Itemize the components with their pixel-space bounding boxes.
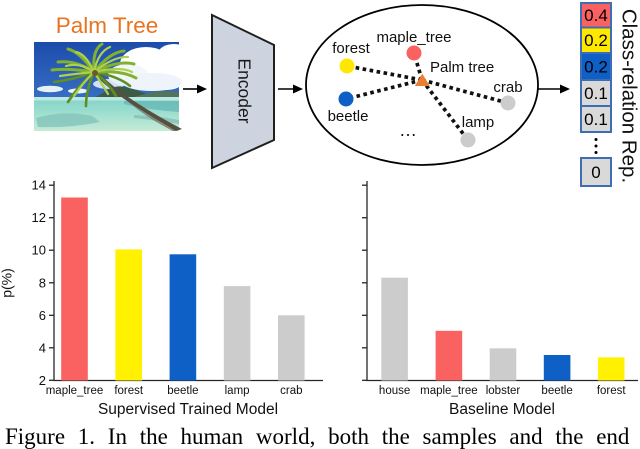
svg-text:Baseline Model: Baseline Model [449,401,555,418]
svg-text:14: 14 [32,178,46,193]
svg-text:forest: forest [332,40,370,57]
svg-text:forest: forest [597,385,627,397]
svg-text:Palm tree: Palm tree [430,59,494,76]
svg-text:crab: crab [280,385,302,397]
svg-text:10: 10 [32,243,46,258]
svg-text:lamp: lamp [462,114,495,131]
svg-text:house: house [379,385,410,397]
svg-text:lamp: lamp [225,385,250,397]
svg-text:Supervised Trained Model: Supervised Trained Model [98,401,278,418]
svg-text:Encoder: Encoder [234,58,254,123]
svg-text:0.1: 0.1 [584,110,608,129]
svg-text:beetle: beetle [541,385,572,397]
svg-text:6: 6 [39,308,46,323]
svg-text:12: 12 [32,210,46,225]
svg-text:8: 8 [39,275,46,290]
svg-text:0.1: 0.1 [584,84,608,103]
svg-text:0.2: 0.2 [584,31,608,50]
svg-text:beetle: beetle [167,385,198,397]
svg-text:p(%): p(%) [0,268,15,298]
svg-text:lobster: lobster [486,385,521,397]
svg-text:beetle: beetle [328,108,369,125]
svg-text:0.2: 0.2 [584,58,608,77]
svg-text:0: 0 [591,163,600,182]
svg-text:…: … [399,120,417,140]
svg-text:maple_tree: maple_tree [376,29,451,46]
svg-text:Palm Tree: Palm Tree [56,13,159,38]
svg-text:Class-relation Rep.: Class-relation Rep. [618,9,640,183]
svg-text:maple_tree: maple_tree [420,385,478,397]
svg-text:0.4: 0.4 [584,6,608,25]
svg-text:crab: crab [493,79,522,96]
svg-text:maple_tree: maple_tree [46,385,104,397]
svg-text:forest: forest [114,385,144,397]
svg-text:4: 4 [39,340,46,355]
